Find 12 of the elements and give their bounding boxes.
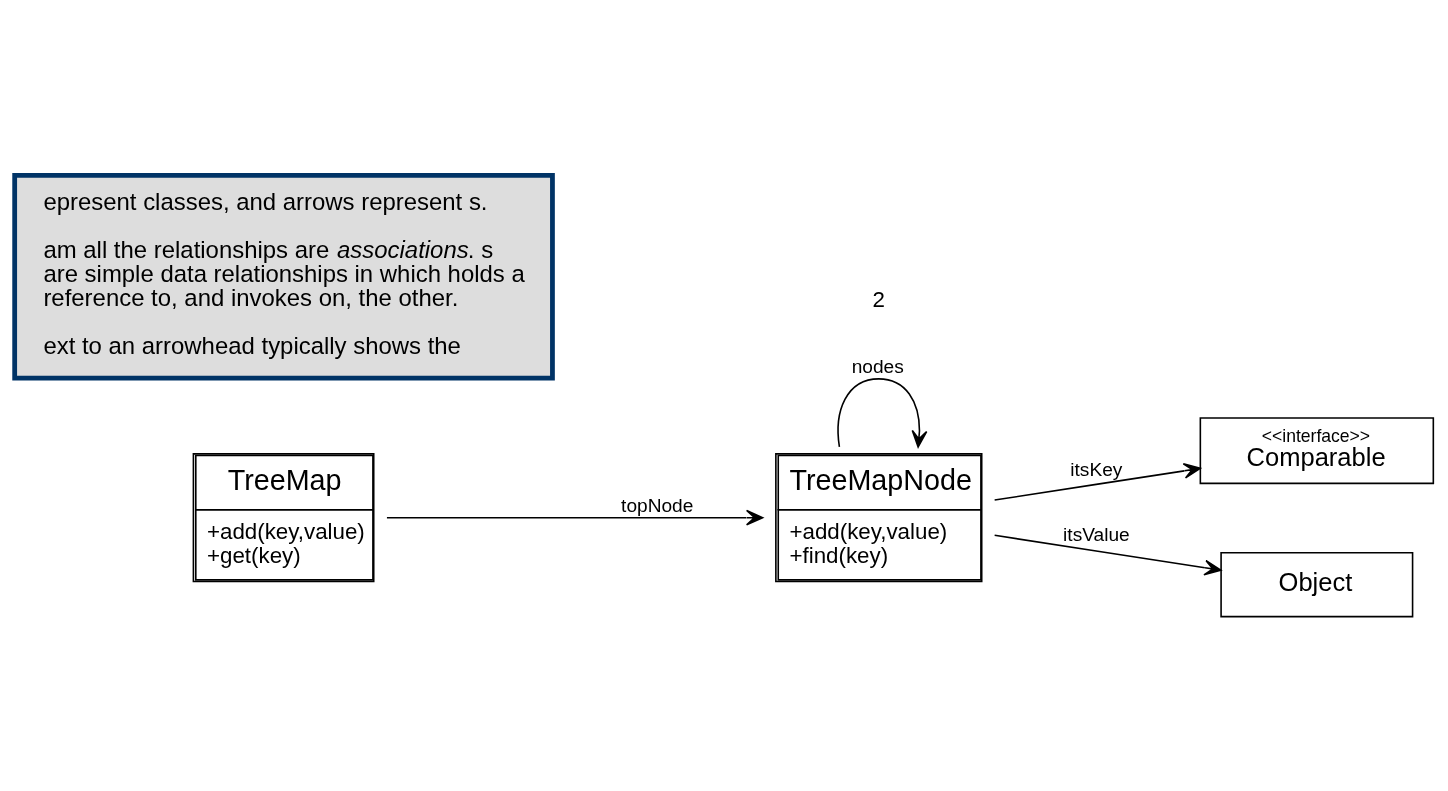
- edge-label: itsValue: [1063, 523, 1130, 545]
- arrow: [993, 462, 1202, 501]
- edge-label: nodes: [851, 355, 904, 377]
- node-box: epresent classes, and arrows represent s. am all the relationships are associations. s are simple data relationships in which holds a reference to, and invokes on, the other. ext to an arrowhead typically shows the: [12, 172, 555, 380]
- node-box: Object: [1220, 551, 1414, 617]
- label: 2: [872, 286, 885, 312]
- edge-label: topNode: [621, 494, 694, 516]
- arrow: [386, 509, 764, 526]
- arrow: [837, 377, 928, 448]
- node-box: <<interface>> Comparable: [1199, 416, 1435, 484]
- edge-label: itsKey: [1070, 458, 1123, 480]
- arrow: [993, 534, 1222, 576]
